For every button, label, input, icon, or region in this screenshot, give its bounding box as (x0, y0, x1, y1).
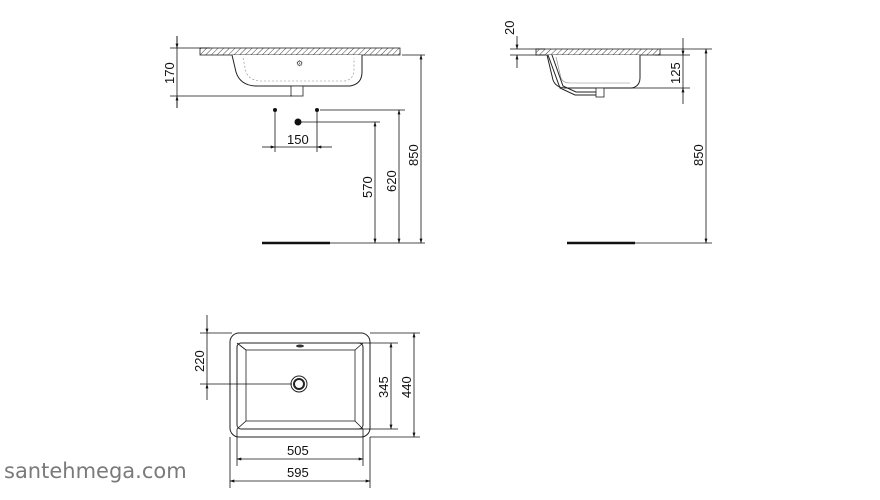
dim-label-505: 505 (287, 443, 309, 458)
front-view: ⚙ 170 150 570 620 850 (162, 36, 425, 245)
dim-label-150: 150 (287, 132, 309, 147)
dim-label-570: 570 (360, 176, 375, 198)
basin-inner-line (242, 57, 355, 82)
drain-pipe (290, 85, 304, 97)
dim-label-170: 170 (162, 62, 177, 84)
drain-pipe-side (595, 87, 605, 98)
watermark-text: santehmega.com (4, 459, 187, 483)
dim-label-440: 440 (399, 376, 414, 398)
drain-symbol: ⚙ (296, 59, 303, 68)
bowl-corner-line (354, 342, 364, 351)
overflow-channel (547, 54, 598, 96)
dim-label-20: 20 (502, 21, 517, 35)
dim-label-595: 595 (287, 465, 309, 480)
bowl-corner-line (236, 420, 247, 430)
drain-inner (293, 378, 305, 390)
overflow-channel-inner (551, 54, 596, 93)
bowl-corner-line (236, 342, 247, 351)
basin-inner-line (555, 56, 630, 84)
waste-outlet-point (294, 118, 302, 126)
dim-label-345: 345 (376, 376, 391, 398)
dim-label-125: 125 (668, 62, 683, 84)
dim-label-620: 620 (384, 170, 399, 192)
overflow-hole (296, 344, 304, 348)
bowl-corner-line (354, 420, 364, 430)
countertop-section (199, 47, 401, 56)
dim-label-220: 220 (192, 350, 207, 372)
plan-view: 220 345 440 505 595 (192, 315, 420, 488)
side-view: 20 125 850 (502, 21, 712, 245)
countertop-section (535, 48, 661, 56)
fixing-point-right (315, 108, 319, 112)
dim-label-850-side: 850 (691, 144, 706, 166)
dim-label-850: 850 (406, 144, 421, 166)
fixing-point-left (273, 108, 277, 112)
